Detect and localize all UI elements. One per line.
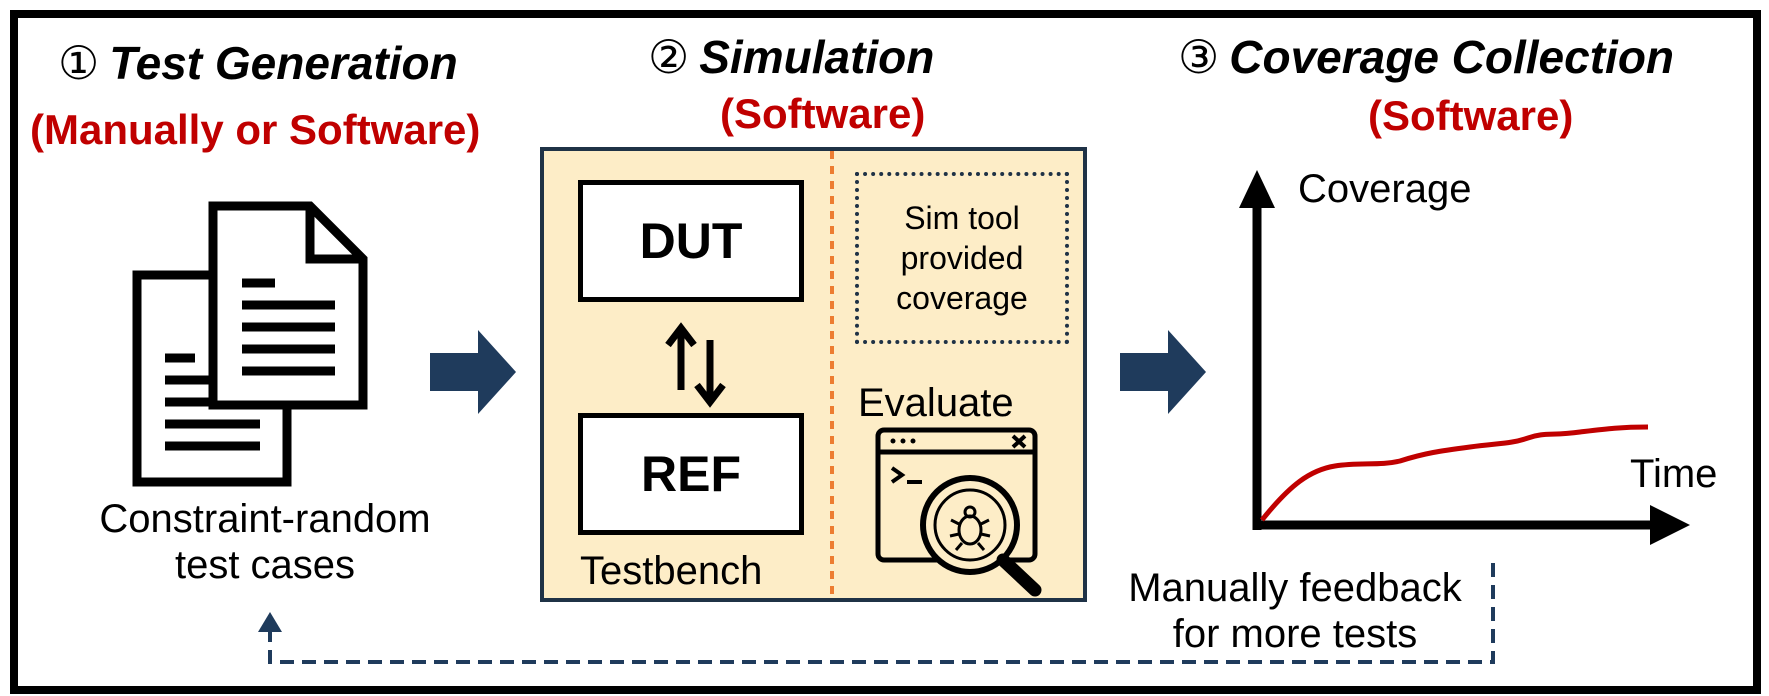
stage-1-number: ① <box>58 37 100 89</box>
stage-3-subtitle: (Software) <box>1368 92 1574 139</box>
ref-box: REF <box>578 413 804 535</box>
stage-3-label: Coverage Collection <box>1229 31 1675 83</box>
outer-frame <box>10 10 1761 694</box>
stage-1-subtitle: (Manually or Software) <box>30 106 481 153</box>
y-axis-arrowhead <box>1239 170 1275 208</box>
feedback-line-1: Manually feedback <box>1128 566 1462 610</box>
stage-3-number: ③ <box>1178 31 1220 83</box>
stage-2-subtitle: (Software) <box>720 90 926 137</box>
stage-2-label: Simulation <box>699 31 935 83</box>
test-cases-label: Constraint-random test cases <box>60 496 470 588</box>
feedback-line-2: for more tests <box>1172 612 1418 656</box>
x-axis-arrowhead <box>1650 505 1690 545</box>
dut-box: DUT <box>578 180 804 302</box>
test-cases-line-2: test cases <box>174 543 356 587</box>
evaluate-label: Evaluate <box>858 381 1014 425</box>
document-front-icon <box>208 201 368 410</box>
feedback-label: Manually feedback for more tests <box>1100 565 1490 657</box>
coverage-curve <box>1260 424 1649 522</box>
coverage-axis-label: Coverage <box>1298 167 1472 211</box>
sim-tool-line-2: provided <box>900 240 1024 276</box>
feedback-arrowhead-icon <box>258 612 282 632</box>
sim-tool-line-1: Sim tool <box>904 200 1020 236</box>
testbench-label: Testbench <box>580 549 763 593</box>
stage-1-label: Test Generation <box>109 37 458 89</box>
sim-tool-line-3: coverage <box>896 280 1028 316</box>
time-axis-label: Time <box>1630 452 1718 496</box>
flow-arrow-1-icon <box>430 330 516 414</box>
sim-tool-box: Sim tool provided coverage <box>855 172 1069 344</box>
stage-2-number: ② <box>648 31 690 83</box>
flow-arrow-2-icon <box>1120 330 1206 414</box>
test-cases-line-1: Constraint-random <box>99 497 431 541</box>
